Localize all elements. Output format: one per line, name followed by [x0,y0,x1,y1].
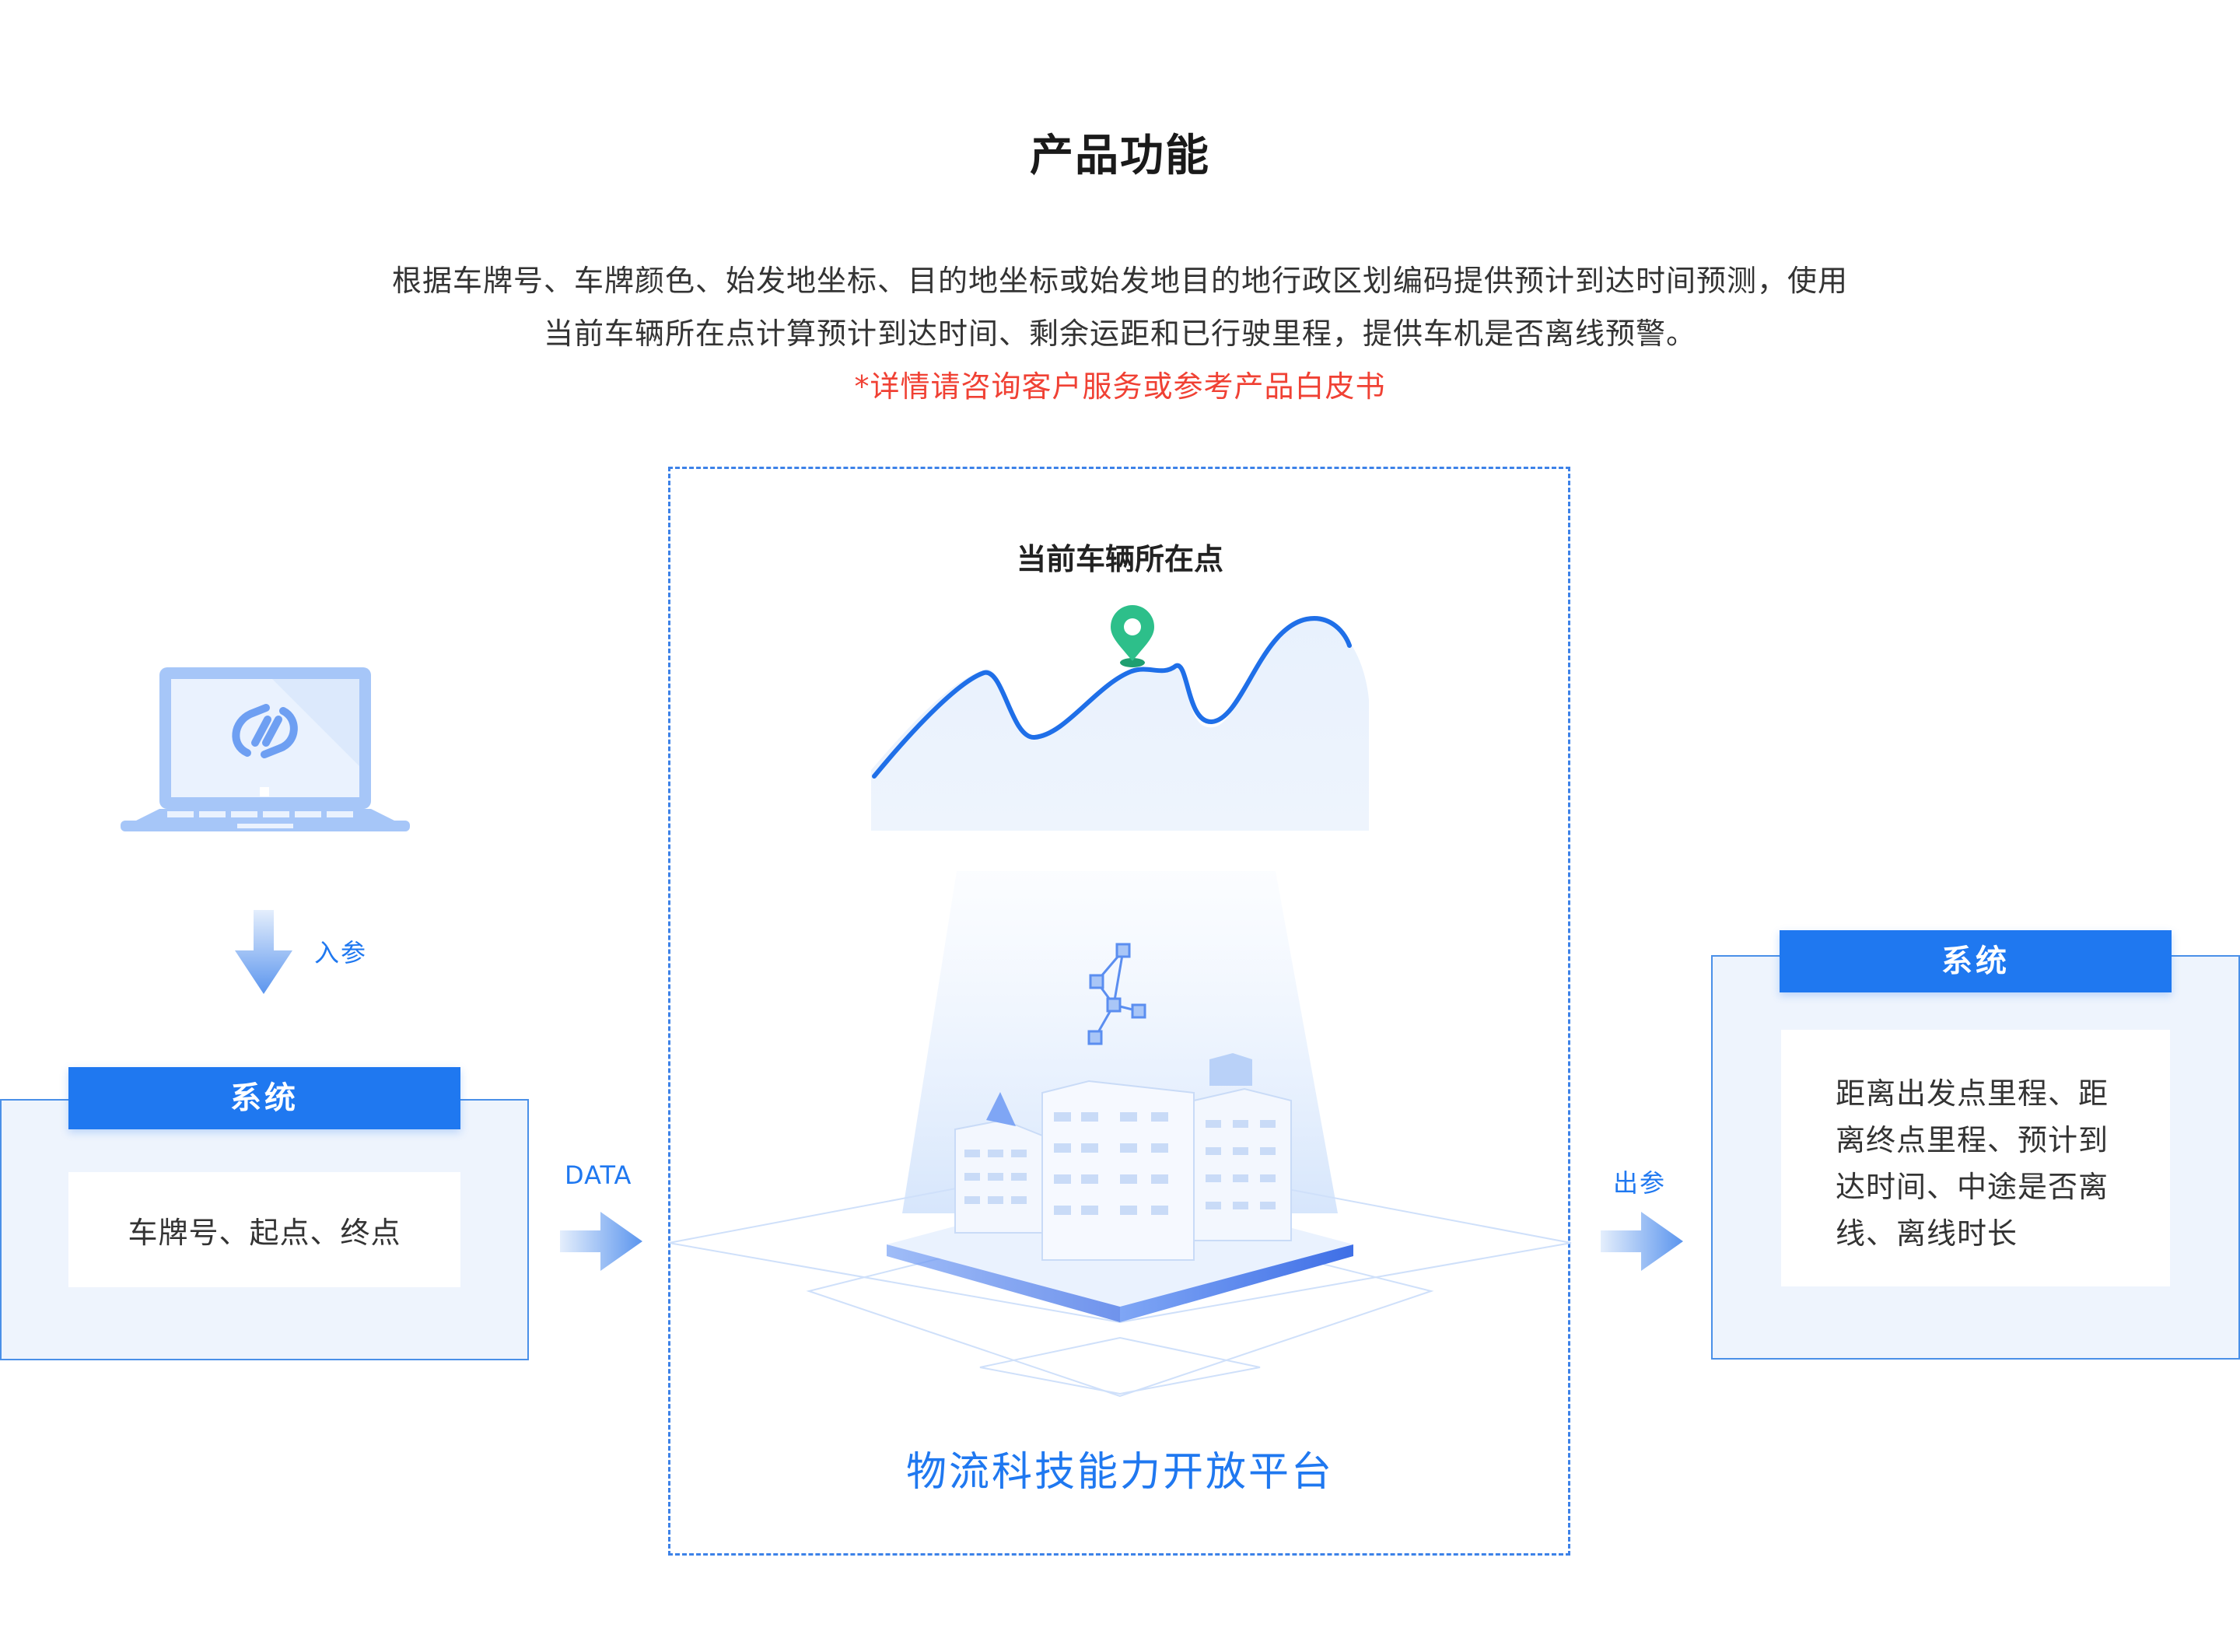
output-line-2: 离终点里程、预计到 [1836,1123,2109,1157]
right-system-content: 距离出发点里程、距 离终点里程、预计到 达时间、中途是否离 线、离线时长 [1781,1030,2170,1286]
output-line-4: 线、离线时长 [1836,1216,2018,1251]
laptop-icon [121,667,410,831]
arrow-right-icon [560,1212,642,1271]
output-label: 出参 [1613,1168,1667,1198]
route-area [871,618,1369,831]
left-system-title: 系统 [68,1067,460,1129]
left-system-content: 车牌号、起点、终点 [68,1172,460,1287]
output-line-3: 达时间、中途是否离 [1836,1170,2109,1204]
arrow-right-output-icon [1601,1212,1683,1271]
isometric-buildings-icon [668,1053,1572,1398]
input-label: 入参 [314,938,368,968]
description-line-1: 根据车牌号、车牌颜色、始发地坐标、目的地坐标或始发地目的地行政区划编码提供预计到… [391,264,1848,298]
description-line-2: 当前车辆所在点计算预计到达时间、剩余运距和已行驶里程，提供车机是否离线预警。 [543,317,1696,351]
output-line-1: 距离出发点里程、距 [1836,1076,2109,1111]
platform-frame [668,467,1570,1556]
platform-name: 物流科技能力开放平台 [905,1449,1334,1496]
network-nodes-icon [1087,943,1146,1045]
location-pin-icon [1111,605,1154,667]
whitepaper-note: *详情请咨询客户服务或参考产品白皮书 [854,369,1386,404]
data-label: DATA [565,1160,632,1190]
current-location-label: 当前车辆所在点 [1016,542,1223,576]
arrow-down-icon [235,910,292,994]
page-title: 产品功能 [1030,131,1210,181]
right-system-title: 系统 [1780,930,2172,992]
route-line [872,616,1352,779]
